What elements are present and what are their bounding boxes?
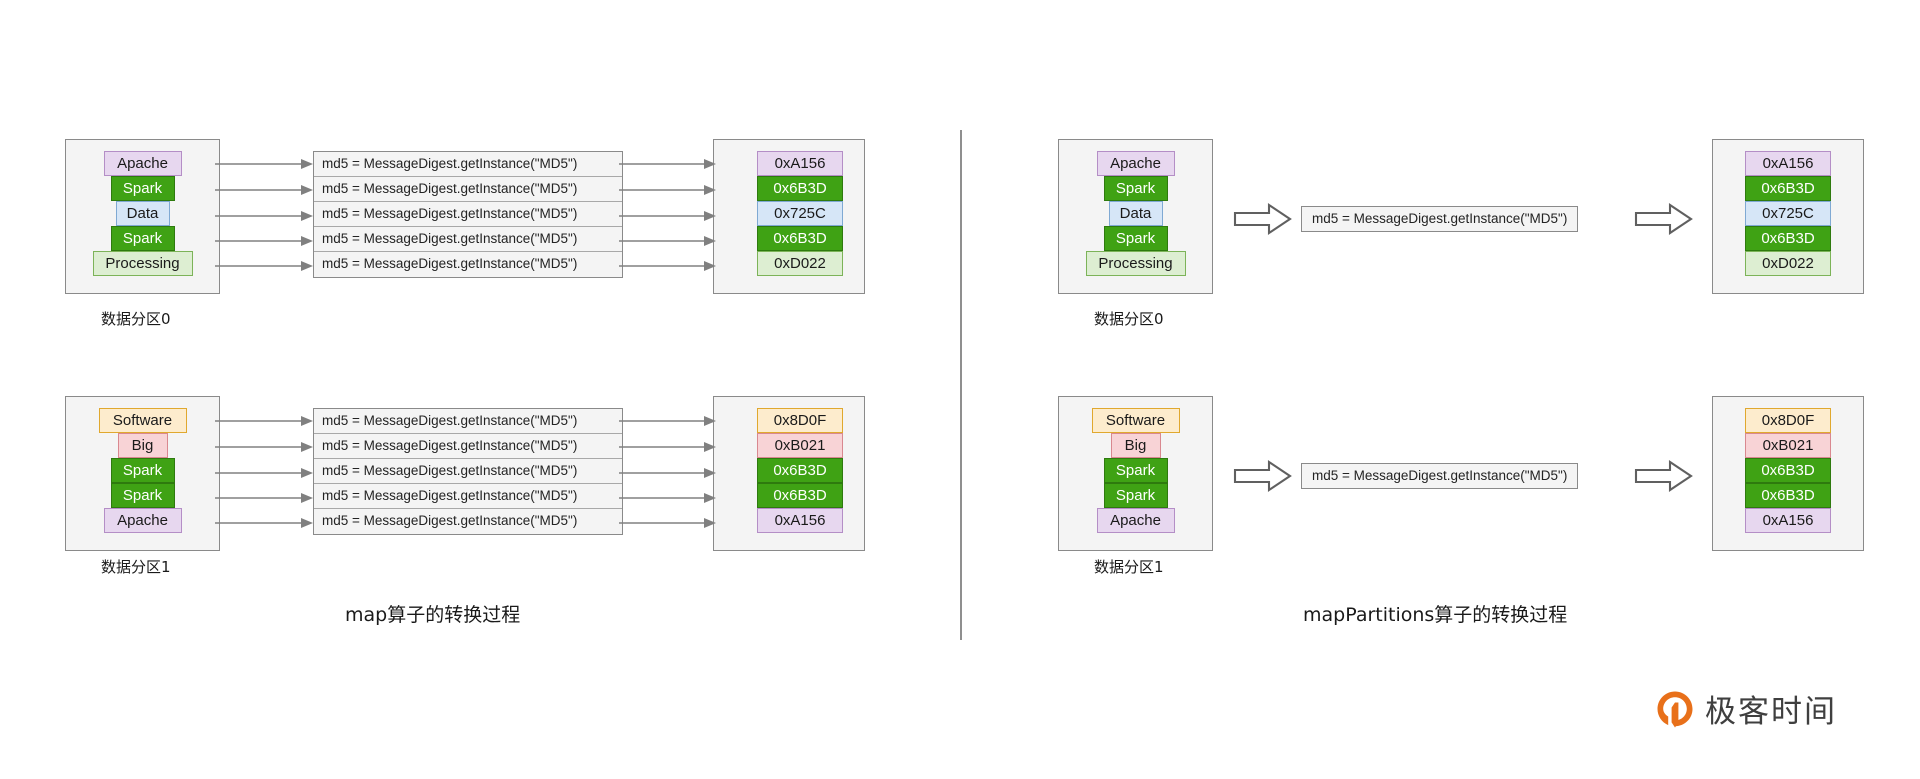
right-partition-1-hash-chip: 0xA156: [1745, 508, 1831, 533]
left-partition-0-word-chip: Data: [115, 201, 170, 226]
right-partition-1-word-chip: Software: [1091, 408, 1180, 433]
left-partition-0-code-row: md5 = MessageDigest.getInstance("MD5"): [314, 152, 622, 177]
right-partition-1-block-arrow-out: [1634, 460, 1693, 492]
left-partition-1-hash-chip: 0x6B3D: [757, 483, 843, 508]
right-partition-1-word-chip: Big: [1110, 433, 1161, 458]
right-partition-1-word-chip: Spark: [1103, 458, 1168, 483]
right-partition-1-hash-chip: 0x6B3D: [1745, 458, 1831, 483]
geektime-logo-icon: [1657, 691, 1693, 727]
left-section-caption: map算子的转换过程: [345, 604, 521, 626]
left-partition-0-code-group: md5 = MessageDigest.getInstance("MD5")md…: [313, 151, 623, 278]
left-partition-1-code-row: md5 = MessageDigest.getInstance("MD5"): [314, 484, 622, 509]
left-partition-1-word-chip: Apache: [103, 508, 182, 533]
right-partition-0-label: 数据分区0: [1094, 310, 1164, 328]
right-partition-1-label: 数据分区1: [1094, 558, 1164, 576]
left-partition-0-code-row: md5 = MessageDigest.getInstance("MD5"): [314, 202, 622, 227]
right-partition-0-code: md5 = MessageDigest.getInstance("MD5"): [1301, 206, 1579, 232]
left-partition-1-code-group: md5 = MessageDigest.getInstance("MD5")md…: [313, 408, 623, 535]
left-partition-0-hash-chip: 0x6B3D: [757, 176, 843, 201]
right-partition-1-hash-chip: 0xB021: [1745, 433, 1831, 458]
left-partition-0-word-chip: Spark: [110, 226, 175, 251]
left-partition-1-label: 数据分区1: [101, 558, 171, 576]
left-partition-1-code-row: md5 = MessageDigest.getInstance("MD5"): [314, 459, 622, 484]
left-partition-0-word-chip: Spark: [110, 176, 175, 201]
right-partition-0-word-chip: Processing: [1085, 251, 1186, 276]
left-partition-1-word-chip: Spark: [110, 483, 175, 508]
right-partition-0-block-arrow-in: [1233, 203, 1292, 235]
left-partition-0-hash-chip: 0xD022: [757, 251, 843, 276]
left-partition-1-code-row: md5 = MessageDigest.getInstance("MD5"): [314, 509, 622, 534]
right-section-caption: mapPartitions算子的转换过程: [1303, 604, 1568, 626]
left-partition-1-word-chip: Big: [117, 433, 168, 458]
right-partition-0-hash-chip: 0xA156: [1745, 151, 1831, 176]
geektime-logo: 极客时间: [1655, 686, 1837, 731]
right-partition-0-word-chip: Apache: [1096, 151, 1175, 176]
geektime-logo-text: 极客时间: [1705, 694, 1837, 730]
left-partition-1-hash-chip: 0xB021: [757, 433, 843, 458]
left-partition-1-code-row: md5 = MessageDigest.getInstance("MD5"): [314, 434, 622, 459]
right-partition-0-block-arrow-out: [1634, 203, 1693, 235]
right-partition-0-hash-chip: 0x6B3D: [1745, 176, 1831, 201]
left-partition-1-hash-chip: 0xA156: [757, 508, 843, 533]
right-partition-0-hash-chip: 0x725C: [1745, 201, 1831, 226]
right-partition-1-hash-chip: 0x8D0F: [1745, 408, 1831, 433]
section-divider: [960, 130, 962, 640]
left-partition-0-code-row: md5 = MessageDigest.getInstance("MD5"): [314, 252, 622, 277]
left-partition-1-word-chip: Spark: [110, 458, 175, 483]
left-partition-1-hash-chip: 0x8D0F: [757, 408, 843, 433]
right-partition-1-word-chip: Spark: [1103, 483, 1168, 508]
left-partition-0-hash-chip: 0x725C: [757, 201, 843, 226]
left-partition-0-code-row: md5 = MessageDigest.getInstance("MD5"): [314, 227, 622, 252]
left-partition-1-code-row: md5 = MessageDigest.getInstance("MD5"): [314, 409, 622, 434]
right-partition-0-hash-chip: 0xD022: [1745, 251, 1831, 276]
left-partition-0-label: 数据分区0: [101, 310, 171, 328]
left-partition-0-hash-chip: 0x6B3D: [757, 226, 843, 251]
left-partition-0-word-chip: Apache: [103, 151, 182, 176]
left-partition-1-word-chip: Software: [98, 408, 187, 433]
left-partition-0-code-row: md5 = MessageDigest.getInstance("MD5"): [314, 177, 622, 202]
right-partition-1-block-arrow-in: [1233, 460, 1292, 492]
left-partition-0-word-chip: Processing: [92, 251, 193, 276]
right-partition-1-code: md5 = MessageDigest.getInstance("MD5"): [1301, 463, 1579, 489]
right-partition-1-word-chip: Apache: [1096, 508, 1175, 533]
right-partition-0-hash-chip: 0x6B3D: [1745, 226, 1831, 251]
right-partition-0-word-chip: Data: [1108, 201, 1163, 226]
left-partition-1-hash-chip: 0x6B3D: [757, 458, 843, 483]
right-partition-0-word-chip: Spark: [1103, 226, 1168, 251]
right-partition-0-word-chip: Spark: [1103, 176, 1168, 201]
left-partition-0-hash-chip: 0xA156: [757, 151, 843, 176]
right-partition-1-hash-chip: 0x6B3D: [1745, 483, 1831, 508]
